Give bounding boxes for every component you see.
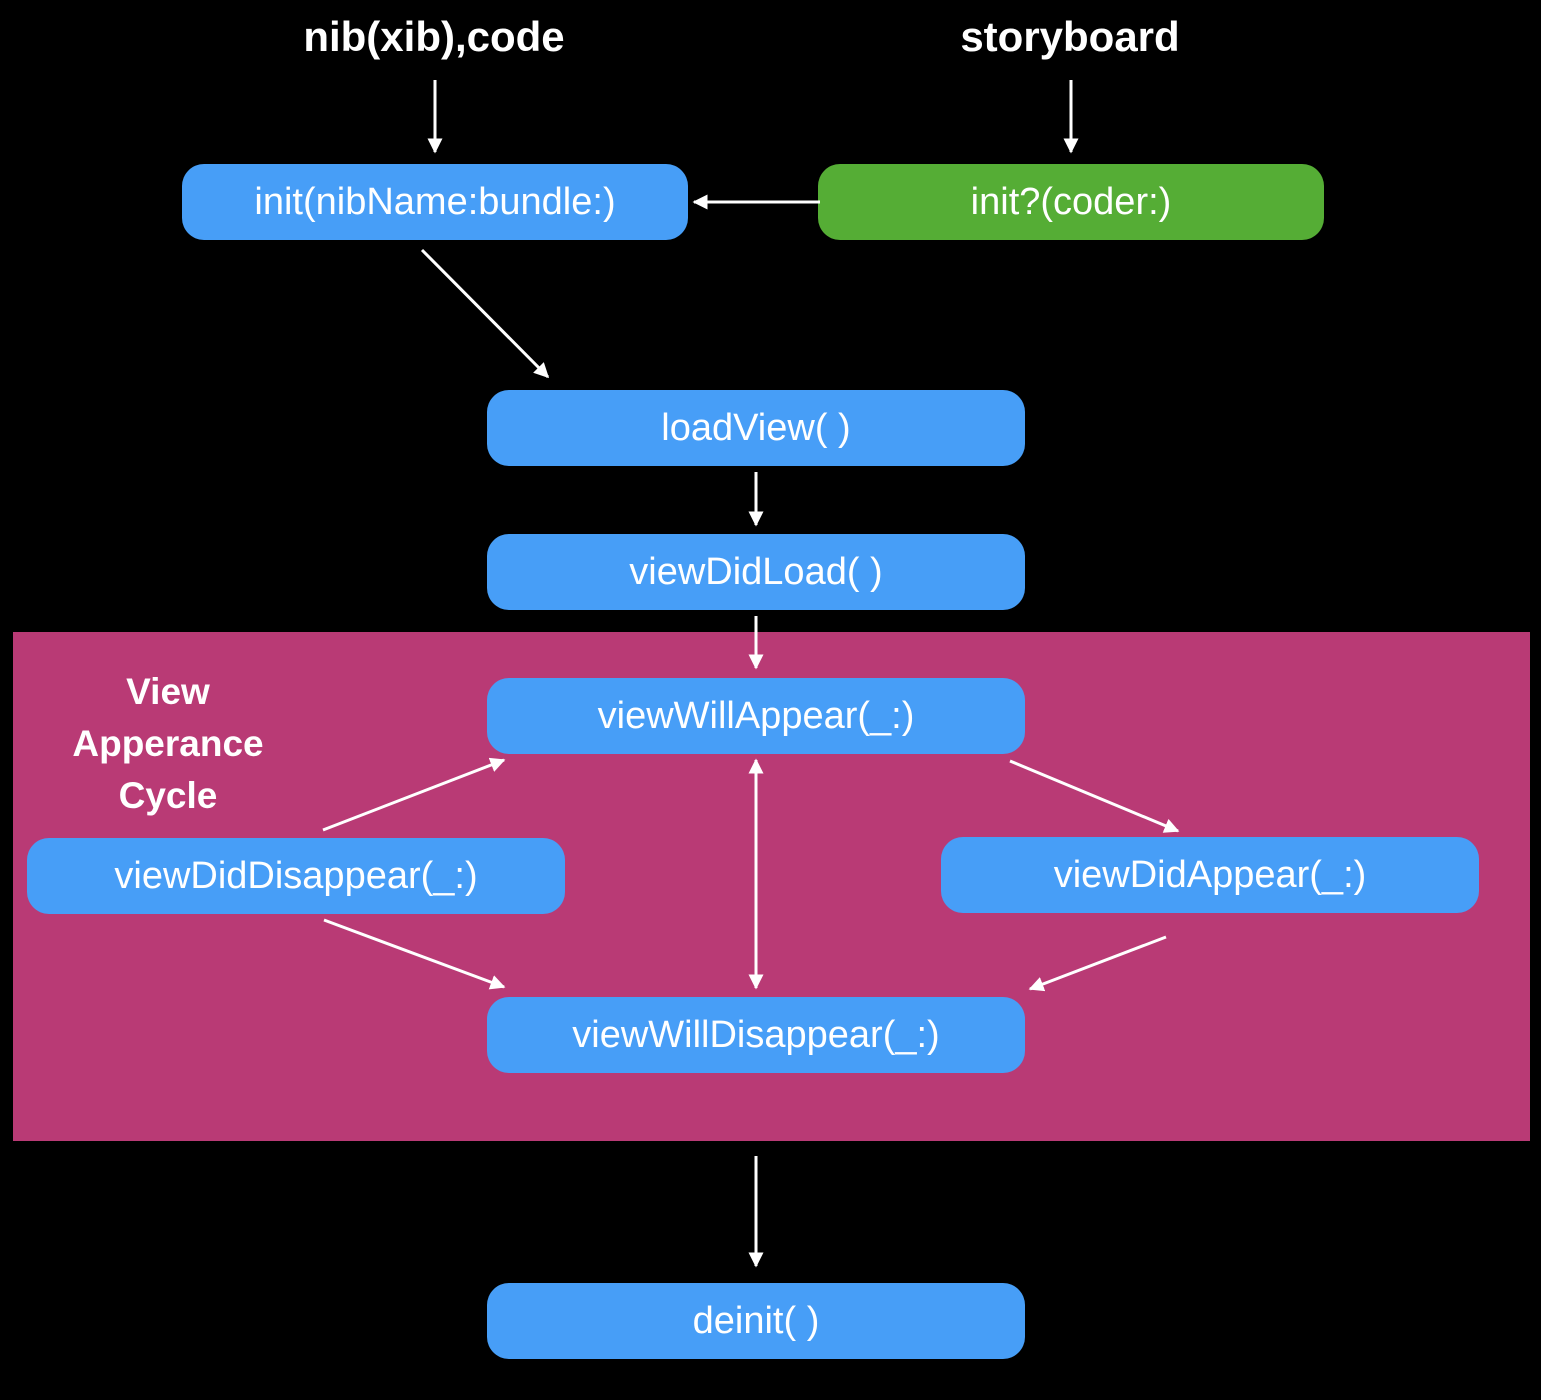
heading-storyboard: storyboard bbox=[960, 13, 1180, 60]
load-view-node: loadView( ) bbox=[487, 390, 1025, 466]
init-nib-name-bundle-node: init(nibName:bundle:) bbox=[182, 164, 688, 240]
deinit-node: deinit( ) bbox=[487, 1283, 1025, 1359]
cycle-label-line: View bbox=[126, 671, 210, 712]
arrow-init-to-load-view bbox=[420, 248, 550, 379]
view-will-appear-node: viewWillAppear(_:) bbox=[487, 678, 1025, 754]
view-did-load-node: viewDidLoad( ) bbox=[487, 534, 1025, 610]
view-did-appear-node: viewDidAppear(_:) bbox=[941, 837, 1479, 913]
view-appearance-cycle-label: View Apperance Cycle bbox=[50, 666, 286, 822]
init-coder-node: init?(coder:) bbox=[818, 164, 1324, 240]
cycle-label-line: Cycle bbox=[118, 775, 218, 816]
cycle-label-line: Apperance bbox=[72, 723, 264, 764]
view-did-disappear-node: viewDidDisappear(_:) bbox=[27, 838, 565, 914]
heading-nib-code: nib(xib),code bbox=[303, 13, 565, 60]
view-will-disappear-node: viewWillDisappear(_:) bbox=[487, 997, 1025, 1073]
